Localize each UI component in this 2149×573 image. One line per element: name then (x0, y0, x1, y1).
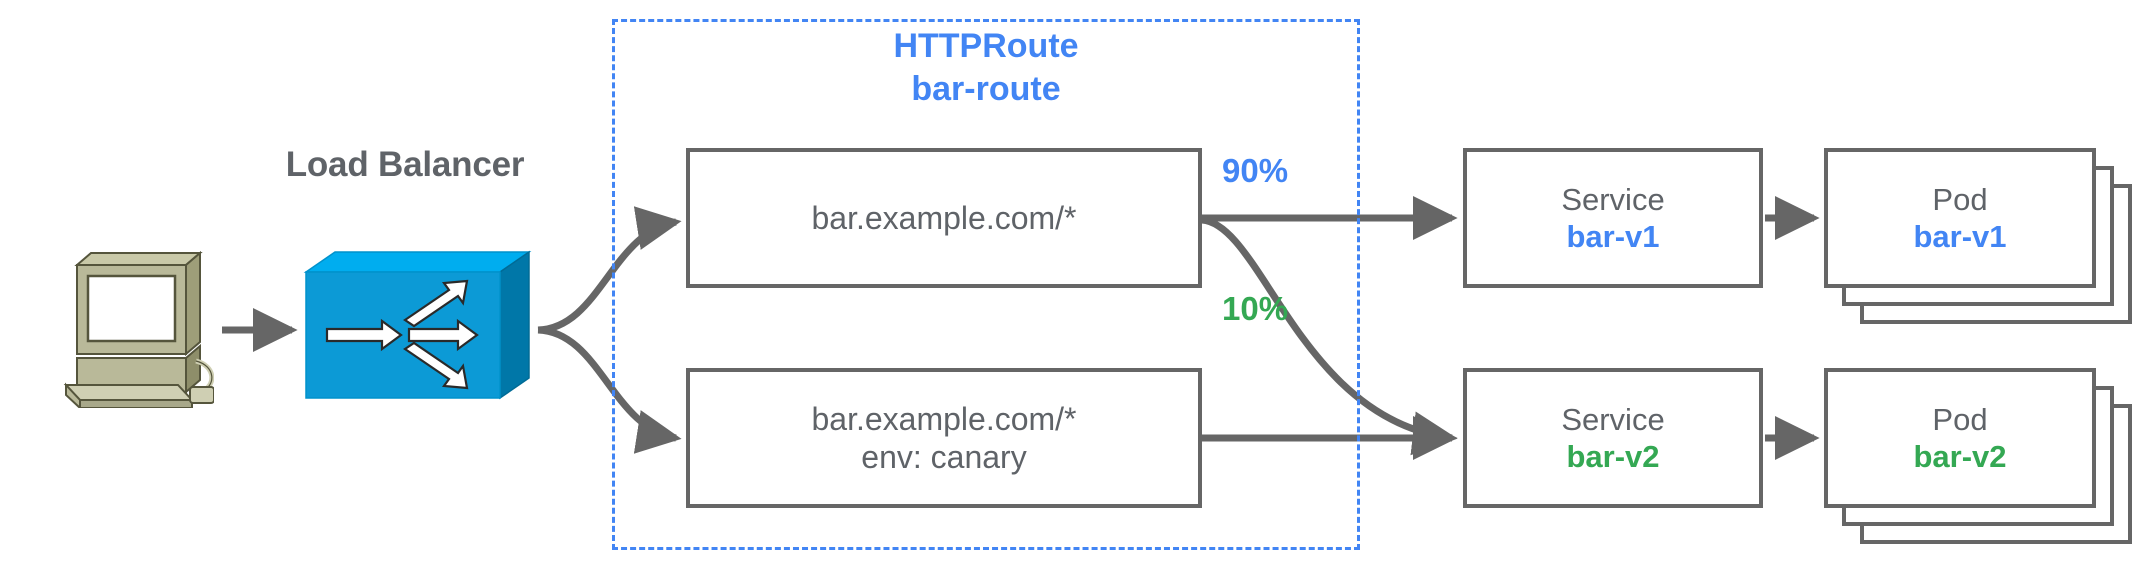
pod-name-v1: bar-v1 (1913, 219, 2007, 254)
edge-lb-to-rule-canary (537, 326, 682, 454)
httproute-kind-label: HTTPRoute (893, 27, 1079, 65)
edge-rule-primary-to-service-v2 (1201, 216, 1458, 456)
httproute-title: HTTPRoute bar-route (612, 25, 1360, 110)
pod-name-v2: bar-v2 (1913, 439, 2007, 474)
service-box-bar-v1[interactable]: Service bar-v1 (1463, 148, 1763, 288)
service-name-v1: bar-v1 (1566, 219, 1660, 254)
route-rule-box-primary[interactable]: bar.example.com/* (686, 148, 1202, 288)
route-rule-match-canary-header: env: canary (861, 439, 1027, 475)
pod-box-bar-v1[interactable]: Pod bar-v1 (1824, 148, 2096, 288)
route-rule-match-canary-host: bar.example.com/* (811, 400, 1077, 437)
load-balancer-label: Load Balancer (285, 145, 525, 184)
pod-kind-label-v1: Pod (1932, 181, 1988, 217)
load-balancer-switch-icon (303, 250, 532, 400)
service-box-bar-v2[interactable]: Service bar-v2 (1463, 368, 1763, 508)
weight-label-90: 90% (1222, 152, 1289, 189)
route-rule-box-canary[interactable]: bar.example.com/* env: canary (686, 368, 1202, 508)
pod-kind-label-v2: Pod (1932, 401, 1988, 437)
service-kind-label-v2: Service (1561, 401, 1665, 437)
route-rule-match-primary: bar.example.com/* (811, 199, 1077, 236)
desktop-computer-icon (63, 250, 214, 408)
service-kind-label-v1: Service (1561, 181, 1665, 217)
service-name-v2: bar-v2 (1566, 439, 1660, 474)
edge-lb-to-rule-primary (537, 206, 682, 334)
weight-label-10: 10% (1222, 290, 1289, 327)
httproute-name: bar-route (911, 69, 1061, 108)
pod-box-bar-v2[interactable]: Pod bar-v2 (1824, 368, 2096, 508)
